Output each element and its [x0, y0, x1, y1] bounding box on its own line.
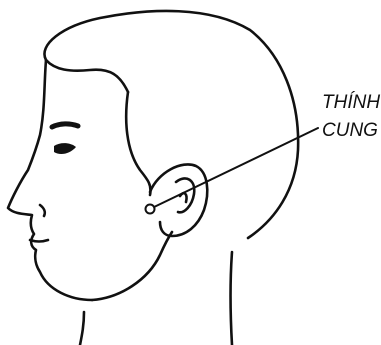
acupoint-label-line2: CUNG	[322, 120, 378, 141]
hairline-front	[46, 60, 128, 92]
sideburn-outline	[126, 92, 150, 195]
jaw-line	[92, 232, 172, 300]
mouth-line	[30, 240, 48, 242]
acupoint-label-line1: THÍNH	[322, 92, 380, 113]
hair-outline	[44, 11, 298, 238]
leader-line	[152, 128, 318, 208]
nostril	[40, 205, 45, 216]
neck-back	[231, 252, 233, 345]
neck-front	[80, 312, 84, 345]
face-profile	[8, 60, 92, 300]
eye	[54, 143, 76, 154]
acupoint-marker	[146, 205, 155, 214]
ear-outline	[150, 164, 207, 236]
eyebrow	[52, 124, 78, 127]
